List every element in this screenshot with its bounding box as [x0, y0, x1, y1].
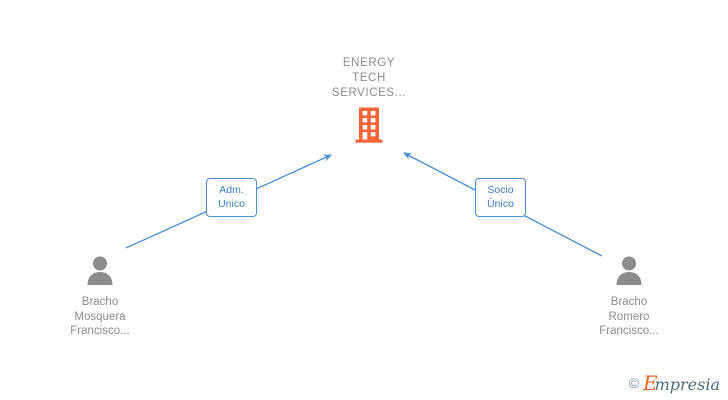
relation-label-adm-unico[interactable]: Adm. Unico: [206, 178, 257, 217]
person-name: Bracho Mosquera Francisco...: [70, 296, 130, 337]
person-node-right[interactable]: Bracho Romero Francisco...: [564, 252, 694, 339]
person-node-left[interactable]: Bracho Mosquera Francisco...: [35, 252, 165, 339]
brand-name: mpresia: [654, 375, 720, 394]
watermark-empresia: © Empresia: [629, 372, 720, 394]
brand-logo: Empresia: [643, 372, 720, 394]
company-node[interactable]: ENERGY TECH SERVICES...: [294, 56, 444, 146]
building-icon: [294, 106, 444, 146]
relation-label-socio-unico[interactable]: Socio Único: [475, 178, 526, 217]
person-name: Bracho Romero Francisco...: [599, 296, 659, 337]
copyright-icon: ©: [628, 375, 639, 391]
company-name: ENERGY TECH SERVICES...: [331, 57, 407, 99]
person-icon: [564, 252, 694, 286]
brand-initial: E: [642, 371, 658, 395]
person-icon: [35, 252, 165, 286]
